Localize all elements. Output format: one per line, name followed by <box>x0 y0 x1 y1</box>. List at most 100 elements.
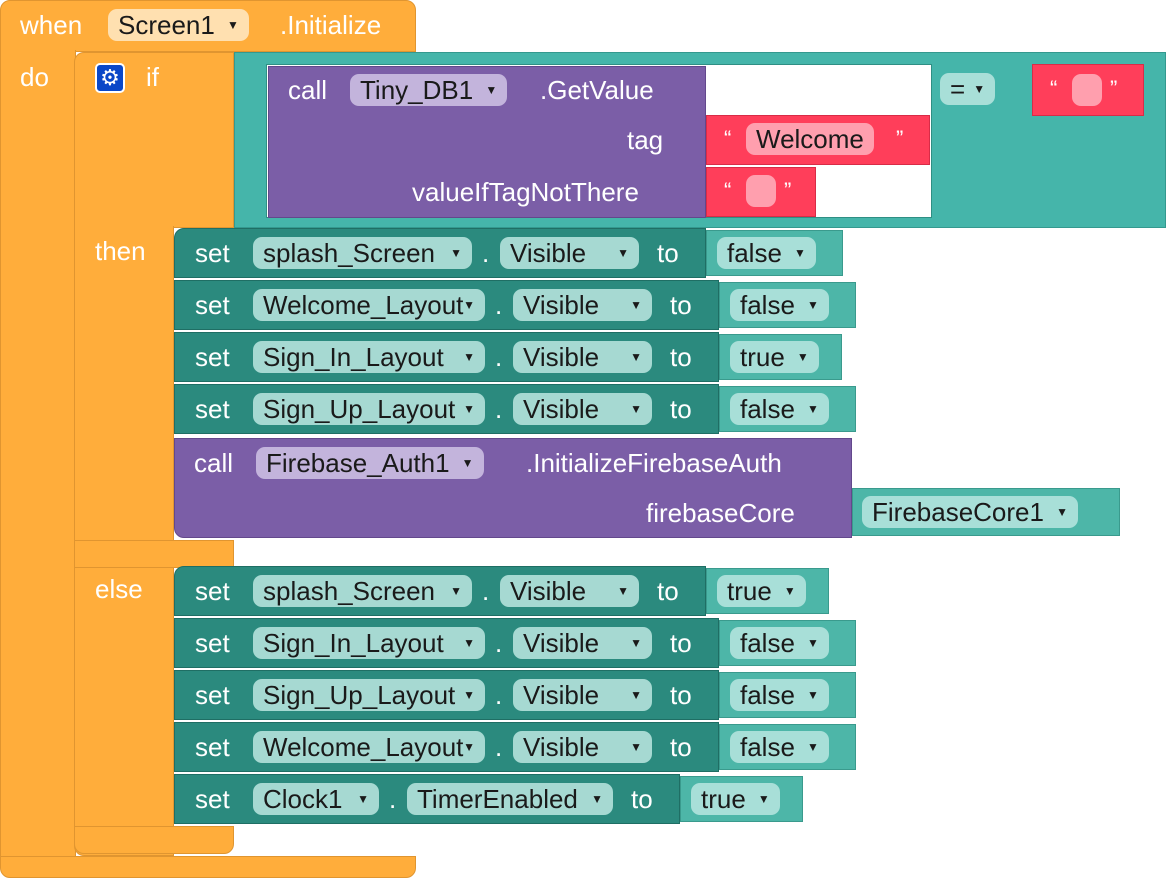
property-dropdown[interactable]: Visible▼ <box>500 575 639 607</box>
component-dropdown[interactable]: Sign_Up_Layout▼ <box>253 393 485 425</box>
tinydb-component-dropdown[interactable]: Tiny_DB1▼ <box>350 74 508 106</box>
dropdown-arrow-icon: ▼ <box>630 636 642 650</box>
component-name: Sign_In_Layout <box>263 628 444 658</box>
tag-label: tag <box>627 125 664 155</box>
to-label: to <box>670 732 692 762</box>
component-dropdown[interactable]: Sign_In_Layout ▼ <box>253 341 485 373</box>
set-label: set <box>195 394 230 424</box>
dropdown-arrow-icon: ▼ <box>463 740 475 754</box>
firebase-core-label: firebaseCore <box>646 498 795 528</box>
property-name: Visible <box>523 732 600 762</box>
dropdown-arrow-icon: ▼ <box>357 792 369 806</box>
compare-text-value[interactable] <box>1072 74 1102 106</box>
dot-separator: . <box>482 238 490 268</box>
firebasecore-dropdown[interactable]: FirebaseCore1▼ <box>862 496 1078 528</box>
boolean-value: false <box>740 394 795 424</box>
default-text-value[interactable] <box>746 175 776 207</box>
component-dropdown[interactable]: splash_Screen▼ <box>253 575 472 607</box>
dropdown-arrow-icon: ▼ <box>630 350 642 364</box>
property-dropdown[interactable]: Visible▼ <box>513 341 652 373</box>
boolean-value-block[interactable]: true▼ <box>680 776 803 822</box>
event-name: .Initialize <box>280 10 382 40</box>
firebase-component-dropdown[interactable]: Firebase_Auth1▼ <box>256 447 484 479</box>
property-dropdown[interactable]: Visible▼ <box>513 289 652 321</box>
property-dropdown[interactable]: Visible ▼ <box>513 627 652 659</box>
property-dropdown[interactable]: Visible▼ <box>513 393 652 425</box>
dropdown-arrow-icon: ▼ <box>617 584 629 598</box>
call-label: call <box>194 448 234 478</box>
dropdown-arrow-icon: ▼ <box>796 350 809 364</box>
boolean-dropdown[interactable]: true ▼ <box>730 341 819 373</box>
dropdown-arrow-icon: ▼ <box>807 688 819 702</box>
component-name: Clock1 <box>263 784 343 814</box>
boolean-value: false <box>740 290 795 320</box>
component-dropdown[interactable]: Clock1 ▼ <box>253 783 379 815</box>
dropdown-arrow-icon: ▼ <box>1056 505 1068 519</box>
set-label: set <box>195 238 230 268</box>
dropdown-arrow-icon: ▼ <box>783 584 796 598</box>
component-dropdown[interactable]: Sign_Up_Layout▼ <box>253 679 485 711</box>
property-dropdown[interactable]: Visible▼ <box>500 237 639 269</box>
to-label: to <box>670 680 692 710</box>
boolean-value-block[interactable]: true▼ <box>706 568 829 614</box>
boolean-dropdown[interactable]: true▼ <box>691 783 780 815</box>
property-name: Visible <box>523 680 600 710</box>
boolean-dropdown[interactable]: false▼ <box>730 731 829 763</box>
dot-separator: . <box>482 576 490 606</box>
event-block-body <box>0 50 76 858</box>
boolean-value-block[interactable]: false▼ <box>719 282 856 328</box>
property-dropdown[interactable]: Visible▼ <box>513 731 652 763</box>
call-label: call <box>288 75 328 105</box>
boolean-dropdown[interactable]: false▼ <box>730 627 829 659</box>
boolean-dropdown[interactable]: false▼ <box>717 237 816 269</box>
open-quote: “ <box>724 178 732 203</box>
boolean-dropdown[interactable]: false▼ <box>730 393 829 425</box>
boolean-value-block[interactable]: false▼ <box>706 230 843 276</box>
boolean-value-block[interactable]: true ▼ <box>719 334 842 380</box>
component-dropdown[interactable]: Welcome_Layout▼ <box>253 289 485 321</box>
component-dropdown[interactable]: Welcome_Layout▼ <box>253 731 485 763</box>
gear-icon[interactable]: ⚙ <box>95 63 125 93</box>
to-label: to <box>657 576 679 606</box>
boolean-value-block[interactable]: false▼ <box>719 620 856 666</box>
screen-component-dropdown[interactable]: Screen1▼ <box>108 9 249 41</box>
firebase-component-name: Firebase_Auth1 <box>266 448 450 478</box>
property-name: Visible <box>523 628 600 658</box>
boolean-dropdown[interactable]: false▼ <box>730 289 829 321</box>
property-name: Visible <box>523 290 600 320</box>
close-quote: ” <box>1110 76 1118 101</box>
boolean-value-block[interactable]: false▼ <box>719 672 856 718</box>
dropdown-arrow-icon: ▼ <box>463 350 475 364</box>
boolean-value: true <box>740 342 785 372</box>
dropdown-arrow-icon: ▼ <box>463 298 475 312</box>
boolean-dropdown[interactable]: true▼ <box>717 575 806 607</box>
dropdown-arrow-icon: ▼ <box>450 246 462 260</box>
tinydb-component-name: Tiny_DB1 <box>360 75 474 105</box>
component-name: Welcome_Layout <box>263 732 464 762</box>
tag-text-value[interactable]: Welcome <box>746 123 874 155</box>
component-name: splash_Screen <box>263 238 435 268</box>
dropdown-arrow-icon: ▼ <box>617 246 629 260</box>
compare-operator-dropdown[interactable]: =▼ <box>940 73 996 105</box>
dot-separator: . <box>495 732 503 762</box>
component-name: Sign_In_Layout <box>263 342 444 372</box>
component-name: Welcome_Layout <box>263 290 464 320</box>
boolean-value: false <box>740 628 795 658</box>
component-dropdown[interactable]: splash_Screen ▼ <box>253 237 472 269</box>
property-dropdown[interactable]: TimerEnabled▼ <box>407 783 613 815</box>
component-dropdown[interactable]: Sign_In_Layout▼ <box>253 627 485 659</box>
property-dropdown[interactable]: Visible▼ <box>513 679 652 711</box>
boolean-dropdown[interactable]: false▼ <box>730 679 829 711</box>
boolean-value-block[interactable]: false▼ <box>719 724 856 770</box>
boolean-value-block[interactable]: false▼ <box>719 386 856 432</box>
dot-separator: . <box>495 680 503 710</box>
